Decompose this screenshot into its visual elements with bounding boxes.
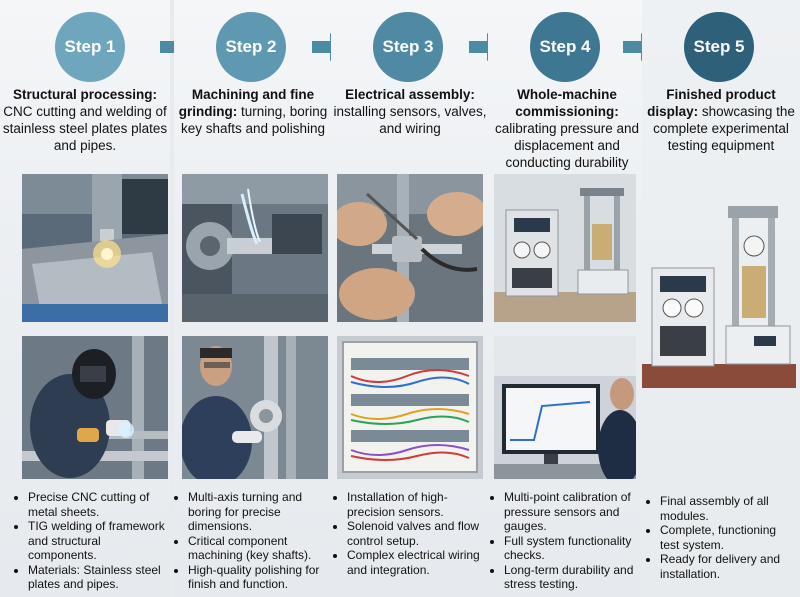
list-item: Complex electrical wiring and integratio… xyxy=(347,548,485,577)
list-item: Solenoid valves and flow control setup. xyxy=(347,519,485,548)
step-5-badge: Step 5 xyxy=(684,12,754,82)
sensor-install-photo xyxy=(337,174,483,322)
list-item: Critical component machining (key shafts… xyxy=(188,534,328,563)
list-item: Complete, functioning test system. xyxy=(660,523,796,552)
step-4-heading: Whole-machine commissioning: calibrating… xyxy=(490,86,644,188)
step-5-column: Step 5 Finished product display: showcas… xyxy=(642,0,800,597)
step-2-bullets: Multi-axis turning and boring for precis… xyxy=(176,490,328,592)
list-item: Full system functionality checks. xyxy=(504,534,642,563)
tig-welding-photo xyxy=(22,336,168,479)
step-3-heading: Electrical assembly: installing sensors,… xyxy=(333,86,487,137)
step-1-column: Step 1 Structural processing: CNC cuttin… xyxy=(0,0,170,597)
step-3-badge: Step 3 xyxy=(373,12,443,82)
step-5-title-rest: showcasing the complete experimental tes… xyxy=(653,104,795,153)
wiring-cabinet-photo xyxy=(337,336,483,479)
step-3-title-rest: installing sensors, valves, and wiring xyxy=(333,104,487,136)
step-2-heading: Machining and fine grinding: turning, bo… xyxy=(176,86,330,137)
step-1-title-bold: Structural processing: xyxy=(12,87,158,102)
step-1-bullets: Precise CNC cutting of metal sheets. TIG… xyxy=(16,490,166,592)
step-4-title-bold: Whole-machine commissioning: xyxy=(515,87,619,119)
test-machine-photo xyxy=(494,174,636,322)
monitor-testing-photo xyxy=(494,336,636,479)
step-2-badge: Step 2 xyxy=(216,12,286,82)
list-item: Precise CNC cutting of metal sheets. xyxy=(28,490,166,519)
step-5-heading: Finished product display: showcasing the… xyxy=(644,86,798,154)
list-item: Multi-axis turning and boring for precis… xyxy=(188,490,328,534)
step-3-bullets: Installation of high-precision sensors. … xyxy=(335,490,485,577)
step-4-bullets: Multi-point calibration of pressure sens… xyxy=(492,490,642,592)
lathe-turning-photo xyxy=(182,174,328,322)
step-5-bullets: Final assembly of all modules. Complete,… xyxy=(648,494,796,581)
step-5-title-bold: Finished product display: xyxy=(647,87,776,119)
list-item: Multi-point calibration of pressure sens… xyxy=(504,490,642,534)
step-3-title-bold: Electrical assembly: xyxy=(345,87,475,102)
finished-equipment-photo xyxy=(642,196,800,396)
polishing-photo xyxy=(182,336,328,479)
step-1-badge: Step 1 xyxy=(55,12,125,82)
step-4-column: Step 4 Whole-machine commissioning: cali… xyxy=(488,0,646,597)
step-2-title-bold: Machining and fine grinding: xyxy=(178,87,315,119)
step-1-title-rest: CNC cutting and welding of stainless ste… xyxy=(2,104,168,153)
step-4-badge: Step 4 xyxy=(530,12,600,82)
step-2-column: Step 2 Machining and fine grinding: turn… xyxy=(174,0,332,597)
list-item: High-quality polishing for finish and fu… xyxy=(188,563,328,592)
list-item: Final assembly of all modules. xyxy=(660,494,796,523)
step-1-heading: Structural processing: CNC cutting and w… xyxy=(2,86,168,154)
list-item: Materials: Stainless steel plates and pi… xyxy=(28,563,166,592)
step-2-title-rest: turning, boring key shafts and polishing xyxy=(180,104,328,136)
list-item: Long-term durability and stress testing. xyxy=(504,563,642,592)
list-item: Installation of high-precision sensors. xyxy=(347,490,485,519)
list-item: Ready for delivery and installation. xyxy=(660,552,796,581)
step-3-column: Step 3 Electrical assembly: installing s… xyxy=(331,0,489,597)
list-item: TIG welding of framework and structural … xyxy=(28,519,166,563)
cnc-cutting-photo xyxy=(22,174,168,322)
